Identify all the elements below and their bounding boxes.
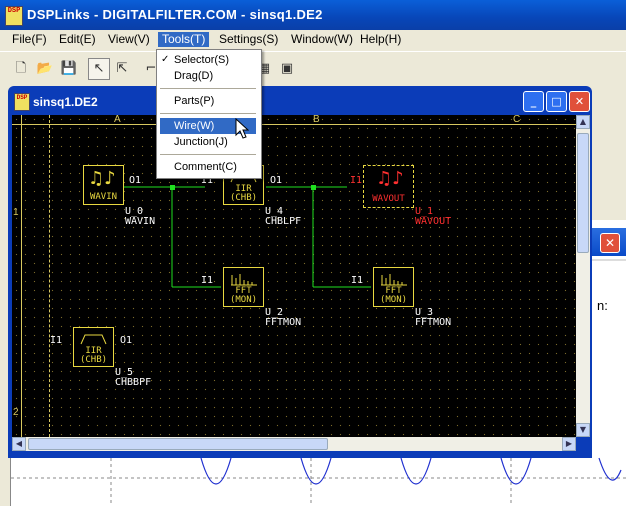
- component-type: WAVOUT: [372, 194, 405, 204]
- port-label: O1: [120, 335, 133, 346]
- component-id: U_1: [415, 206, 434, 217]
- wires: [124, 185, 371, 288]
- vertical-scrollbar[interactable]: ▲ ▼: [576, 115, 590, 437]
- music-note-icon: ♫♪: [376, 168, 404, 189]
- component-wavin[interactable]: ♫♪ WAVIN: [83, 165, 124, 205]
- wire-tool-icon[interactable]: ⌐: [145, 61, 157, 76]
- component-fft-mon[interactable]: FFT (MON): [223, 267, 264, 307]
- vertical-scroll-thumb[interactable]: [577, 133, 589, 253]
- row-label-1: 1: [13, 207, 19, 218]
- menu-item-drag[interactable]: Drag(D): [174, 70, 214, 82]
- menu-file[interactable]: File(F): [12, 32, 47, 46]
- spectrum-icon: [381, 274, 407, 286]
- port-label: I1: [201, 275, 214, 286]
- schematic-canvas[interactable]: A B C 1 2 ♫♪ WAVIN O1 U_0 WAVIN IIR (CHB…: [12, 115, 576, 437]
- menu-tools[interactable]: Tools(T): [158, 32, 210, 47]
- pointer-icon[interactable]: ↖: [88, 58, 110, 80]
- menu-help[interactable]: Help(H): [360, 32, 402, 46]
- menu-bar: File(F) Edit(E) View(V) Tools(T) Setting…: [0, 30, 626, 49]
- background-partial-text: n:: [597, 298, 608, 313]
- component-id: U_5: [115, 367, 134, 378]
- background-close-icon[interactable]: ✕: [600, 233, 620, 253]
- port-label: O1: [129, 175, 142, 186]
- column-label-b: B: [313, 115, 320, 125]
- component-name: WAVOUT: [415, 216, 452, 227]
- component-id: U_2: [265, 307, 284, 318]
- menu-separator: [160, 154, 256, 155]
- component-type: FFT (MON): [229, 286, 258, 305]
- column-label-a: A: [114, 115, 121, 125]
- component-type: WAVIN: [89, 192, 118, 202]
- component-name: FFTMON: [415, 317, 452, 328]
- component-id: U_4: [265, 206, 284, 217]
- menu-item-wire[interactable]: Wire(W): [160, 118, 256, 134]
- port-label: I1: [50, 335, 63, 346]
- window-title: DSPLinks - DIGITALFILTER.COM - sinsq1.DE…: [27, 7, 323, 22]
- toolbar: 🗋 📂 💾 ↖ ⇱ ⌐ ▦ ▣: [0, 51, 626, 82]
- component-type: FFT (MON): [379, 286, 408, 305]
- mouse-cursor-icon: [235, 118, 249, 139]
- component-iir-chb[interactable]: IIR (CHB): [73, 327, 114, 367]
- component-wavout[interactable]: ♫♪ WAVOUT: [363, 165, 414, 208]
- row-label-2: 2: [13, 407, 19, 418]
- menu-window[interactable]: Window(W): [291, 32, 353, 46]
- title-bar: DSP DSPLinks - DIGITALFILTER.COM - sinsq…: [0, 0, 626, 30]
- document-title-bar: DSP sinsq1.DE2 _ □ ✕: [8, 88, 592, 114]
- port-label: O1: [270, 175, 283, 186]
- component-type: IIR (CHB): [229, 184, 258, 203]
- app-icon: DSP: [5, 6, 23, 26]
- document-icon: DSP: [14, 93, 30, 111]
- column-label-c: C: [513, 115, 521, 125]
- menu-item-junction[interactable]: Junction(J): [174, 136, 228, 148]
- component-id: U_3: [415, 307, 434, 318]
- document-title: sinsq1.DE2: [33, 95, 98, 109]
- component-type: IIR (CHB): [79, 346, 108, 365]
- scroll-down-icon[interactable]: ▼: [576, 423, 590, 437]
- menu-item-parts[interactable]: Parts(P): [174, 95, 215, 107]
- component-id: U_0: [125, 206, 144, 217]
- music-note-icon: ♫♪: [88, 168, 116, 189]
- menu-view[interactable]: View(V): [108, 32, 150, 46]
- component-name: CHBBPF: [115, 377, 152, 388]
- horizontal-scrollbar[interactable]: ◀ ▶: [12, 437, 576, 451]
- check-icon: ✓: [161, 54, 170, 65]
- scroll-up-icon[interactable]: ▲: [576, 115, 590, 129]
- component-name: WAVIN: [125, 216, 156, 227]
- scroll-right-icon[interactable]: ▶: [562, 437, 576, 451]
- horizontal-scroll-thumb[interactable]: [28, 438, 328, 450]
- menu-item-comment[interactable]: Comment(C): [174, 161, 237, 173]
- close-icon[interactable]: ✕: [569, 91, 590, 112]
- port-label: I1: [350, 175, 363, 186]
- menu-separator: [160, 113, 256, 114]
- save-icon[interactable]: 💾: [60, 61, 78, 76]
- tools-dropdown: ✓ Selector(S) Drag(D) Parts(P) Wire(W) J…: [156, 49, 262, 179]
- scroll-left-icon[interactable]: ◀: [12, 437, 26, 451]
- component-name: FFTMON: [265, 317, 302, 328]
- menu-separator: [160, 88, 256, 89]
- port-label: I1: [351, 275, 364, 286]
- menu-settings[interactable]: Settings(S): [219, 32, 279, 46]
- maximize-icon[interactable]: □: [546, 91, 567, 112]
- new-icon[interactable]: 🗋: [15, 61, 27, 76]
- margin-line: [49, 115, 51, 437]
- minimize-icon[interactable]: _: [523, 91, 544, 112]
- top-ruler: [12, 115, 576, 125]
- open-icon[interactable]: 📂: [36, 61, 54, 76]
- filter-curve-icon: [80, 334, 107, 345]
- window-icon[interactable]: ▣: [280, 61, 294, 76]
- left-ruler: [12, 115, 22, 437]
- spectrum-icon: [231, 274, 257, 286]
- component-name: CHBLPF: [265, 216, 302, 227]
- pointer-select-icon[interactable]: ⇱: [116, 61, 128, 76]
- component-fft-mon[interactable]: FFT (MON): [373, 267, 414, 307]
- menu-edit[interactable]: Edit(E): [59, 32, 96, 46]
- port-label: I1: [201, 175, 214, 186]
- menu-item-selector[interactable]: Selector(S): [174, 54, 230, 66]
